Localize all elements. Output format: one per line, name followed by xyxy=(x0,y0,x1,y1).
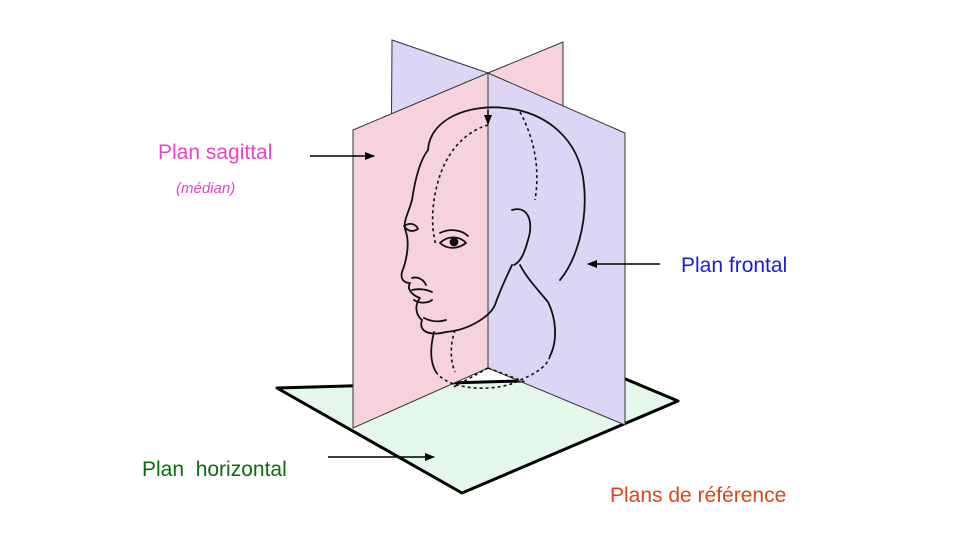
frontal-plane-front xyxy=(487,72,626,426)
label-plan-sagittal: Plan sagittal xyxy=(158,141,273,164)
head-icon xyxy=(400,106,586,373)
sagittal-plane-front xyxy=(352,72,489,429)
diagram-title: Plans de référence xyxy=(610,484,787,507)
label-plan-horizontal: Plan horizontal xyxy=(142,458,287,481)
head-section-lines xyxy=(431,111,551,389)
label-median: (médian) xyxy=(176,180,236,197)
label-plan-frontal: Plan frontal xyxy=(681,254,788,277)
